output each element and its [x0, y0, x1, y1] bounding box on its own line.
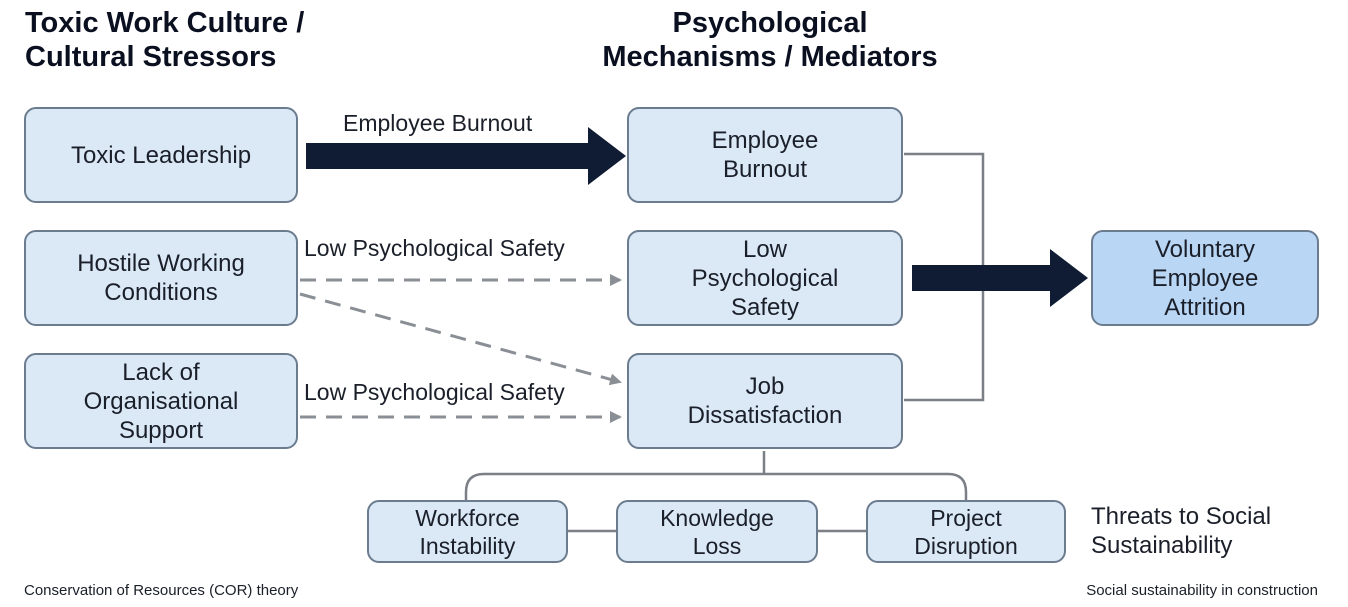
threat-box-knowledge: Knowledge Loss: [616, 500, 818, 563]
mediators-heading: Psychological Mechanisms / Mediators: [602, 7, 938, 73]
threat-branch-left: [464, 472, 764, 500]
stressors-heading: Toxic Work Culture / Cultural Stressors: [25, 7, 305, 73]
hostile-conditions-box: Hostile Working Conditions: [24, 230, 298, 326]
attrition-box: Voluntary Employee Attrition: [1091, 230, 1319, 326]
safety-arrow-label-1: Low Psychological Safety: [304, 235, 565, 261]
burnout-arrow: [306, 127, 626, 185]
burnout-arrow-label: Employee Burnout: [343, 110, 533, 136]
threat-branch-right: [764, 472, 968, 500]
footer-theory: Conservation of Resources (COR) theory: [24, 582, 299, 599]
hostile-to-dissatisfaction-arrow: [299, 292, 622, 386]
threat-box-workforce: Workforce Instability: [367, 500, 568, 563]
attrition-arrow: [912, 249, 1088, 307]
footer-context: Social sustainability in construction: [1086, 582, 1318, 599]
job-dissatisfaction-box: Job Dissatisfaction: [627, 353, 903, 449]
burnout-box: Employee Burnout: [627, 107, 903, 203]
low-safety-box: Low Psychological Safety: [627, 230, 903, 326]
threat-box-project: Project Disruption: [866, 500, 1066, 563]
threats-label: Threats to Social Sustainability: [1091, 503, 1272, 559]
lack-support-box: Lack of Organisational Support: [24, 353, 298, 449]
toxic-leadership-box: Toxic Leadership: [24, 107, 298, 203]
safety-arrow-label-2: Low Psychological Safety: [304, 379, 565, 405]
